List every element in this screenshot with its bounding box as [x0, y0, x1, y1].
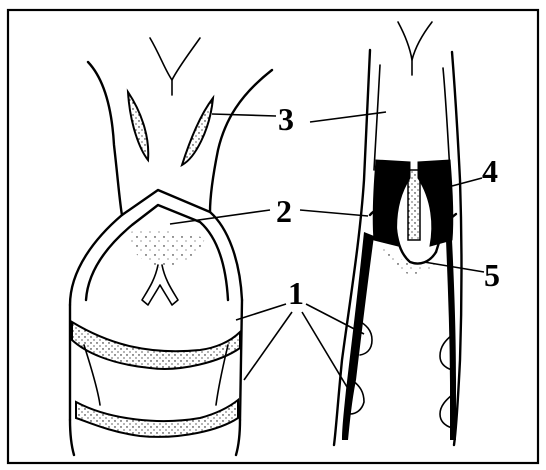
right-black-mass-left: [373, 160, 410, 246]
right-structure: [334, 22, 462, 445]
label-1: 1: [288, 275, 304, 311]
leader-3-left: [212, 114, 276, 116]
left-structure: [70, 38, 272, 455]
left-trunk-left-wall: [88, 62, 122, 215]
right-central-column: [408, 170, 420, 240]
right-inner-right-wall: [443, 68, 450, 172]
label-4: 4: [482, 153, 498, 189]
left-base-right: [236, 420, 240, 455]
leader-3-right: [310, 112, 386, 122]
right-top-fork: [398, 22, 432, 60]
left-slit-1: [128, 92, 148, 160]
left-top-fork: [150, 38, 200, 80]
leader-4: [452, 178, 482, 186]
right-black-mass-right: [418, 160, 453, 246]
leader-1-a: [236, 304, 286, 320]
left-band-upper: [72, 322, 240, 369]
label-2: 2: [276, 193, 292, 229]
left-slit-2: [182, 98, 213, 165]
right-black-channel-left: [342, 232, 374, 440]
leader-2-right: [300, 210, 368, 216]
label-5: 5: [484, 257, 500, 293]
left-stipple-zone: [130, 230, 205, 268]
leader-1-b: [244, 312, 292, 380]
label-3: 3: [278, 101, 294, 137]
left-base-left: [70, 420, 74, 455]
left-papilla: [142, 265, 178, 305]
right-inner-left-wall: [374, 65, 380, 170]
left-trunk-right-wall: [210, 70, 272, 212]
